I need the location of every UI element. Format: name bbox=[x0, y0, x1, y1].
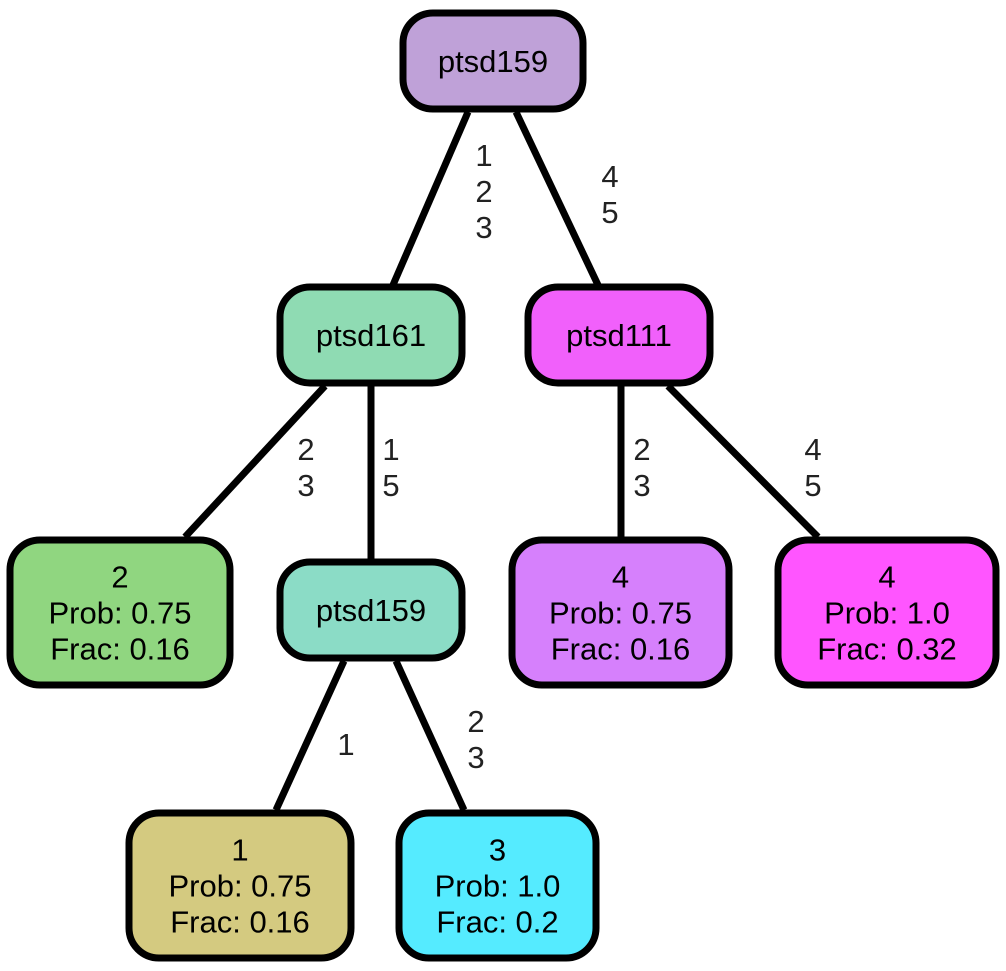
node-box bbox=[774, 536, 1000, 689]
edge-label: 5 bbox=[804, 468, 821, 503]
node-title: 4 bbox=[612, 560, 629, 595]
edge-n161-to-leaf2 bbox=[182, 383, 328, 540]
edge-label: 2 bbox=[475, 174, 492, 209]
edge-label: 2 bbox=[633, 432, 650, 467]
node-box bbox=[399, 9, 587, 113]
node-stat: Prob: 0.75 bbox=[549, 596, 692, 631]
node-title: ptsd159 bbox=[438, 44, 548, 79]
edge-label: 2 bbox=[467, 704, 484, 739]
split-node-n111: ptsd111 bbox=[524, 283, 714, 387]
node-stat: Prob: 0.75 bbox=[48, 596, 191, 631]
node-box bbox=[524, 283, 714, 387]
node-box bbox=[508, 536, 733, 689]
node-box bbox=[395, 809, 600, 962]
split-node-root: ptsd159 bbox=[399, 9, 587, 113]
node-title: 4 bbox=[878, 560, 895, 595]
node-title: ptsd111 bbox=[566, 318, 672, 353]
node-box bbox=[6, 536, 234, 689]
edge-label: 4 bbox=[804, 432, 821, 467]
edge-n159b-to-leaf3 bbox=[392, 659, 468, 812]
node-stat: Frac: 0.2 bbox=[436, 905, 558, 940]
edge-label: 2 bbox=[297, 432, 314, 467]
node-stat: Frac: 0.16 bbox=[50, 632, 190, 667]
edge-root-to-n161 bbox=[389, 110, 472, 287]
edge-label: 5 bbox=[601, 195, 618, 230]
edge-label: 3 bbox=[467, 740, 484, 775]
node-stat: Prob: 0.75 bbox=[168, 869, 311, 904]
edge-label: 5 bbox=[382, 468, 399, 503]
node-title: 3 bbox=[489, 833, 506, 868]
split-node-n161: ptsd161 bbox=[276, 283, 466, 387]
edge-label: 3 bbox=[633, 468, 650, 503]
node-stat: Frac: 0.16 bbox=[551, 632, 691, 667]
node-title: ptsd161 bbox=[316, 318, 426, 353]
node-title: 2 bbox=[111, 560, 128, 595]
edge-label: 3 bbox=[475, 210, 492, 245]
node-box bbox=[276, 283, 466, 387]
node-stat: Prob: 1.0 bbox=[824, 596, 950, 631]
node-stat: Frac: 0.16 bbox=[170, 905, 310, 940]
node-stat: Frac: 0.32 bbox=[817, 632, 957, 667]
node-title: ptsd159 bbox=[316, 593, 426, 628]
edge-label: 1 bbox=[382, 432, 399, 467]
edge-n111-to-leaf4b bbox=[665, 383, 821, 540]
edge-label: 3 bbox=[297, 468, 314, 503]
node-title: 1 bbox=[231, 833, 248, 868]
node-stat: Prob: 1.0 bbox=[435, 869, 561, 904]
node-box bbox=[125, 809, 355, 962]
edge-root-to-n111 bbox=[512, 110, 602, 287]
edge-n159b-to-leaf1 bbox=[272, 659, 348, 812]
edge-label: 1 bbox=[337, 727, 354, 762]
edge-label: 1 bbox=[475, 138, 492, 173]
node-box bbox=[276, 558, 466, 662]
split-node-n159b: ptsd159 bbox=[276, 558, 466, 662]
edge-label: 4 bbox=[601, 159, 618, 194]
